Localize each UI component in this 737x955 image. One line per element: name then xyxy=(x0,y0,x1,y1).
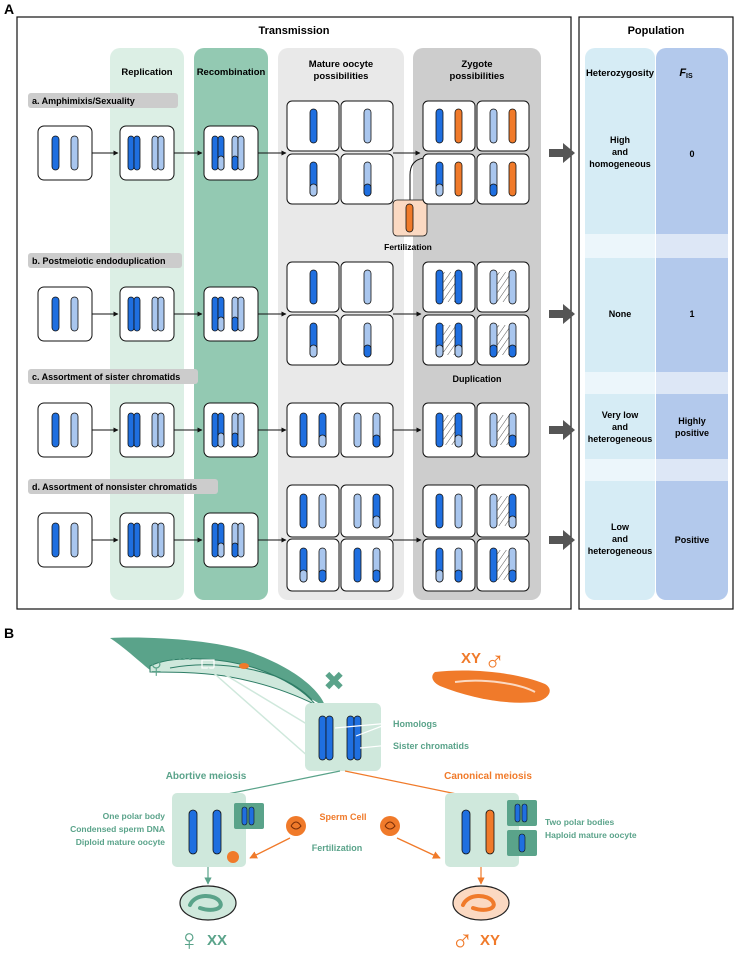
heterozygosity-header: Heterozygosity xyxy=(586,68,655,79)
row-label-d-text: d. Assortment of nonsister chromatids xyxy=(32,482,197,492)
population-row-c: Very low and heterogeneous Highly positi… xyxy=(588,410,709,444)
fis-c-1: Highly xyxy=(678,416,706,426)
canonical-meiosis-title: Canonical meiosis xyxy=(444,771,532,782)
heterozygosity-c-1: Very low xyxy=(602,410,640,420)
egg-right-illustration xyxy=(452,885,510,921)
arrow-row-d xyxy=(549,530,575,550)
row-label-b: b. Postmeiotic endoduplication xyxy=(28,253,182,268)
fis-d: Positive xyxy=(675,535,710,545)
row-label-c-text: c. Assortment of sister chromatids xyxy=(32,372,180,382)
population-row-a: High and homogeneous 0 xyxy=(589,135,694,169)
heterozygosity-b: None xyxy=(609,309,632,319)
replication-title: Replication xyxy=(121,67,172,78)
arrow-row-c xyxy=(549,420,575,440)
zygote-title-1: Zygote xyxy=(461,59,492,70)
row-d-cells xyxy=(37,484,530,592)
transmission-title: Transmission xyxy=(259,25,330,37)
duplication-label: Duplication xyxy=(453,374,502,384)
sperm-cell-left-icon xyxy=(286,816,306,836)
fis-a: 0 xyxy=(689,149,694,159)
male-karyotype: XY xyxy=(461,650,481,667)
female-worm-illustration xyxy=(110,637,326,708)
row-b-cells: Duplication xyxy=(37,261,530,384)
cell xyxy=(37,125,93,181)
row-c-cells xyxy=(37,402,530,458)
sperm-cell-right-icon xyxy=(380,816,400,836)
heterozygosity-a-2: and xyxy=(612,147,628,157)
heterozygosity-column xyxy=(585,48,655,600)
female-symbol: ♀ xyxy=(145,651,168,684)
fis-column xyxy=(656,48,728,600)
male-worm-illustration xyxy=(432,670,550,703)
fis-main: F xyxy=(679,67,686,79)
left-note-1: One polar body xyxy=(103,811,166,821)
homologs-box xyxy=(305,703,381,771)
oocyte-title-2: possibilities xyxy=(314,71,369,82)
homologs-label: Homologs xyxy=(393,719,437,729)
fertilization-label: Fertilization xyxy=(384,242,432,252)
population-row-d: Low and heterogeneous Positive xyxy=(588,522,710,556)
row-label-c: c. Assortment of sister chromatids xyxy=(28,369,198,384)
row-label-d: d. Assortment of nonsister chromatids xyxy=(28,479,218,494)
heterozygosity-a-3: homogeneous xyxy=(589,159,651,169)
fis-c-2: positive xyxy=(675,428,709,438)
arrow-row-b xyxy=(549,304,575,324)
offspring-left-karyotype: XX xyxy=(207,932,227,949)
abortive-meiosis-title: Abortive meiosis xyxy=(166,771,247,782)
zygote-title-2: possibilities xyxy=(450,71,505,82)
heterozygosity-a-1: High xyxy=(610,135,630,145)
fis-sub: IS xyxy=(686,73,693,80)
egg-left-illustration xyxy=(179,885,237,921)
row-label-a-text: a. Amphimixis/Sexuality xyxy=(32,96,135,106)
oocyte-title-1: Mature oocyte xyxy=(309,59,373,70)
heterozygosity-c-3: heterogeneous xyxy=(588,434,653,444)
sister-chromatids-label: Sister chromatids xyxy=(393,741,469,751)
heterozygosity-d-3: heterogeneous xyxy=(588,546,653,556)
male-symbol: ♂ xyxy=(484,645,505,676)
female-karyotype: XX xyxy=(172,647,192,664)
heterozygosity-c-2: and xyxy=(612,422,628,432)
row-label-a: a. Amphimixis/Sexuality xyxy=(28,93,178,108)
left-note-3: Diploid mature oocyte xyxy=(76,837,166,847)
panel-b-letter: B xyxy=(4,625,14,641)
fertilization-b-label: Fertilization xyxy=(312,843,363,853)
recombination-title: Recombination xyxy=(197,67,266,78)
right-note-1: Two polar bodies xyxy=(545,817,615,827)
population-title: Population xyxy=(628,25,685,37)
sperm-cell-label: Sperm Cell xyxy=(319,812,366,822)
left-note-2: Condensed sperm DNA xyxy=(70,824,165,834)
heterozygosity-d-2: and xyxy=(612,534,628,544)
population-row-b: None 1 xyxy=(609,309,695,319)
row-label-b-text: b. Postmeiotic endoduplication xyxy=(32,256,166,266)
cross-icon: ✖ xyxy=(323,666,345,696)
right-note-2: Haploid mature oocyte xyxy=(545,830,637,840)
abortive-meiosis-cell xyxy=(172,793,264,867)
arrow-row-a xyxy=(549,143,575,163)
canonical-meiosis-cell xyxy=(445,793,537,867)
offspring-right-karyotype: XY xyxy=(480,932,500,949)
row-a-cells: Fertilization xyxy=(37,100,530,252)
offspring-female-symbol: ♀ xyxy=(178,924,201,955)
fis-b: 1 xyxy=(689,309,694,319)
heterozygosity-d-1: Low xyxy=(611,522,630,532)
offspring-male-symbol: ♂ xyxy=(451,924,474,955)
fis-header: FIS xyxy=(679,67,693,80)
panel-a-letter: A xyxy=(4,1,14,17)
